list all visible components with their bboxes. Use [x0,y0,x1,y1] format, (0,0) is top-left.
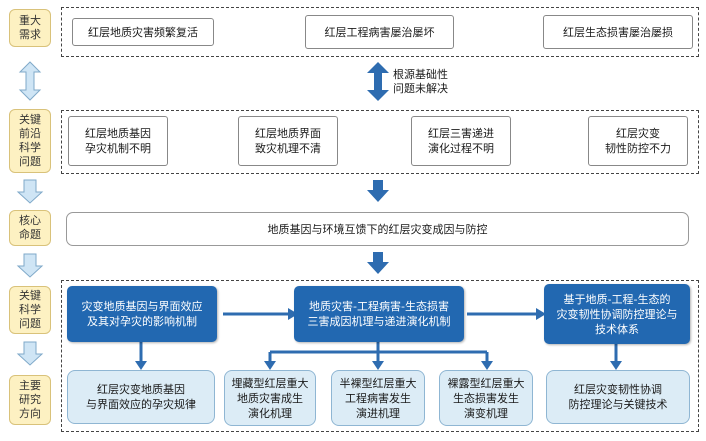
down-arrow-icon [610,361,622,370]
need-box: 红层地质灾害频繁复活 [72,18,214,46]
down-arrow-icon [16,341,44,366]
direction-box: 红层灾变地质基因 与界面效应的孕灾规律 [67,370,215,424]
down-arrow-icon [367,180,389,202]
need-text: 红层生态损害屡治屡损 [563,25,673,39]
label-core-proposition: 核心 命题 [9,210,51,246]
frontier-box: 红层地质界面 致灾机理不清 [238,116,338,166]
frontier-box: 红层灾变 韧性防控不力 [588,116,688,166]
arrow-note: 根源基础性 问题未解决 [393,68,448,95]
frontier-box: 红层地质基因 孕灾机制不明 [68,116,168,166]
direction-box: 半裸型红层重大 工程病害发生 演进机理 [331,370,425,426]
label-key-questions: 关键 科学 问题 [9,286,51,334]
frontier-box: 红层三害递进 演化过程不明 [411,116,511,166]
down-arrow-icon [16,179,44,204]
key-question-box: 基于地质-工程-生态的 灾变韧性协调防控理论与 技术体系 [544,284,690,344]
down-arrow-icon [135,361,147,370]
key-question-box: 地质灾害-工程病害-生态损害 三害成因机理与递进演化机制 [294,286,464,342]
key-question-box: 灾变地质基因与界面效应 及其对孕灾的影响机制 [67,286,217,342]
down-arrow-icon [481,361,493,370]
direction-box: 裸露型红层重大 生态损害发生 演变机理 [439,370,533,426]
direction-box: 埋藏型红层重大 地质灾害成生 演化机理 [224,370,316,426]
right-arrow-icon [536,308,546,320]
need-box: 红层工程病害屡治屡坏 [305,15,454,49]
need-text: 红层地质灾害频繁复活 [88,25,198,39]
label-frontier-questions: 关键 前沿 科学 问题 [9,109,51,173]
need-text: 红层工程病害屡治屡坏 [324,25,435,39]
direction-box: 红层灾变韧性协调 防控理论与关键技术 [546,370,690,424]
down-arrow-icon [372,361,384,370]
down-arrow-icon [264,361,276,370]
down-arrow-icon [16,253,44,278]
core-proposition-text: 地质基因与环境互馈下的红层灾变成因与防控 [267,222,488,236]
need-box: 红层生态损害屡治屡损 [543,15,693,49]
label-research-directions: 主要 研究 方向 [9,375,51,425]
right-arrow-icon [288,308,298,320]
core-proposition-box: 地质基因与环境互馈下的红层灾变成因与防控 [66,212,689,246]
double-arrow-icon [18,61,42,101]
double-arrow-icon [367,62,389,101]
down-arrow-icon [367,252,389,274]
label-major-needs: 重大 需求 [9,9,51,47]
